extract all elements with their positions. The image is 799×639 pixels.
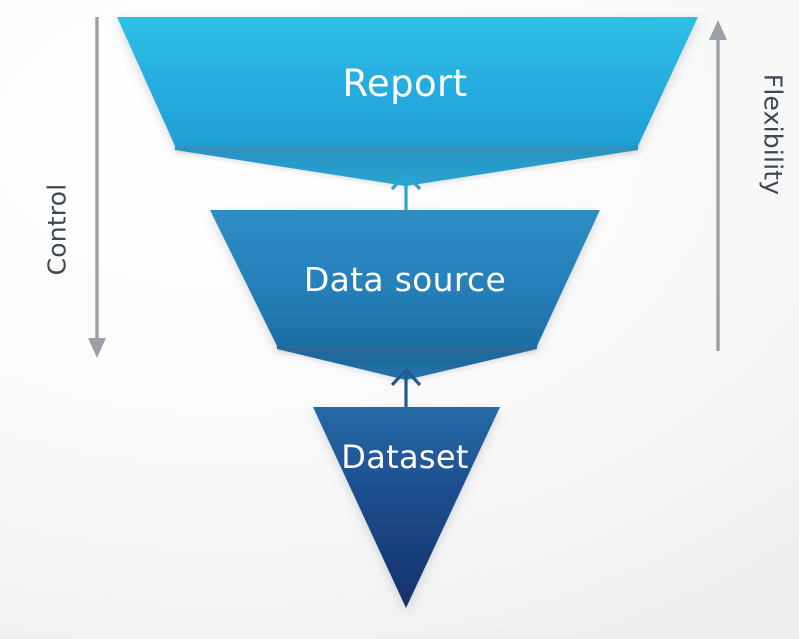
report-underside [175,140,638,186]
up-arrow-icon [709,20,727,40]
connector-dataset-to-data-source [390,367,422,408]
data-source-label: Data source [303,260,507,299]
connector-data-source-to-report [390,171,422,212]
dataset-label: Dataset [341,438,469,476]
data-source-shape[interactable] [210,210,600,346]
control-axis [88,17,106,358]
dataset-shape[interactable] [313,407,500,608]
level-report[interactable] [117,17,698,186]
report-shape[interactable] [117,17,698,146]
flexibility-axis [709,20,727,351]
down-arrow-icon [88,338,106,358]
report-label: Report [342,62,468,105]
data-source-underside [277,340,537,380]
level-data-source[interactable] [210,210,600,380]
level-dataset[interactable] [313,407,500,608]
